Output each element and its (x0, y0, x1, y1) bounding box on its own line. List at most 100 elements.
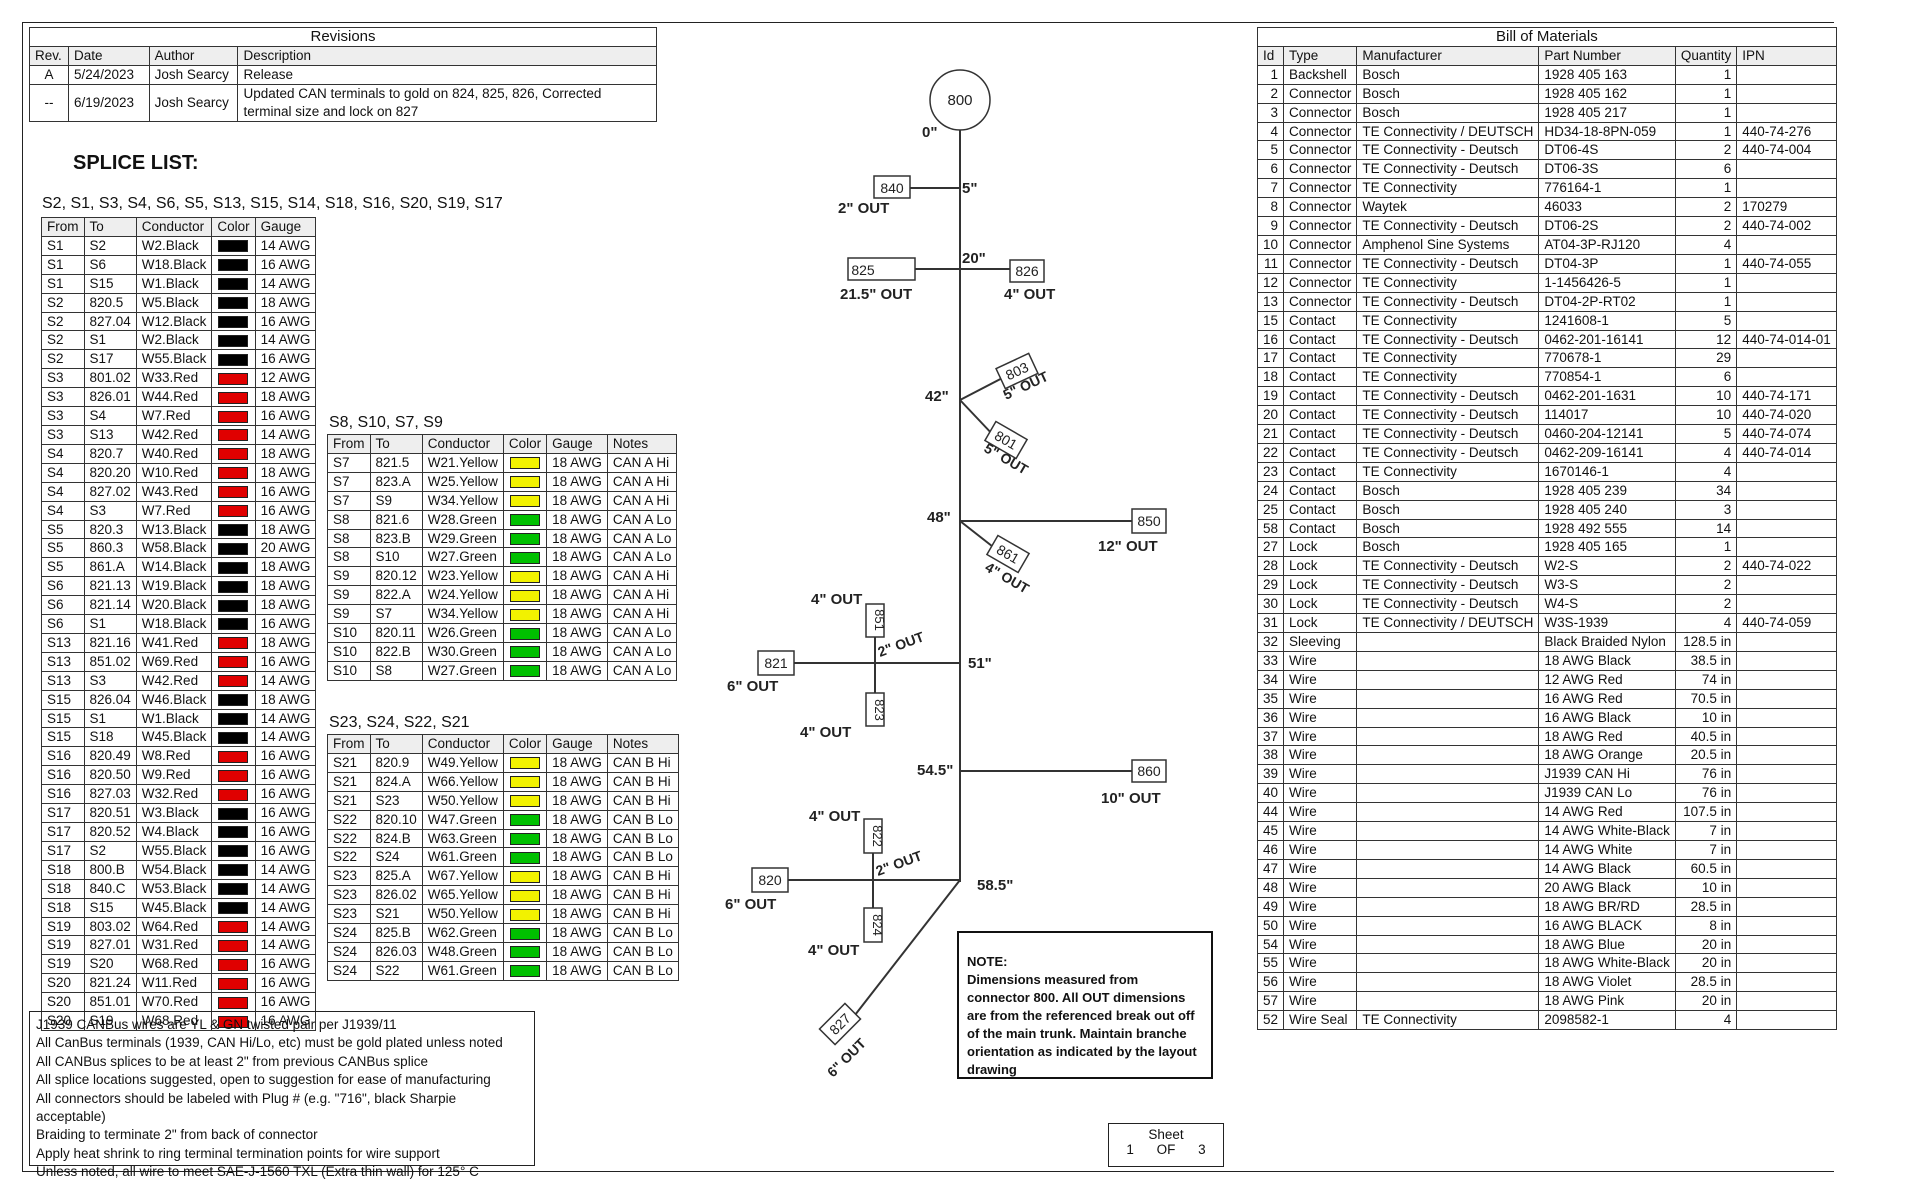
wire-color-swatch (218, 467, 249, 480)
table-cell: 18 AWG (546, 660, 608, 681)
table-cell: TE Connectivity - Deutsch (1356, 386, 1540, 407)
revision-cell: Updated CAN terminals to gold on 824, 82… (237, 83, 657, 122)
table-cell: 1 (1674, 253, 1738, 274)
wire-color-swatch (218, 278, 249, 291)
connector-850-shape (1131, 508, 1167, 534)
dim-51-label: 51" (968, 655, 992, 672)
table-cell: TE Connectivity / DEUTSCH (1356, 613, 1540, 633)
table-cell: W8.Red (135, 746, 213, 767)
dim-58-5-label: 58.5" (977, 877, 1013, 894)
wire-color-swatch (509, 495, 540, 508)
connector-821-label: 821 (764, 655, 788, 671)
table-cell: 440-74-014 (1736, 442, 1837, 463)
table-cell: W62.Green (421, 923, 504, 943)
table-cell: 14 AWG (254, 273, 317, 294)
wire-color-swatch (218, 240, 249, 253)
table-cell: 16 (1256, 329, 1285, 350)
table-cell: 827.02 (83, 481, 137, 502)
table-cell: CAN A Lo (606, 623, 678, 643)
wire-color-swatch-cell (211, 595, 256, 616)
table-header: Gauge (546, 434, 608, 454)
note-line: All CanBus terminals (1939, CAN Hi/Lo, e… (36, 1035, 503, 1051)
table-cell: 16 AWG (254, 406, 317, 426)
table-cell: 1928 492 555 (1538, 518, 1676, 539)
table-cell: 18 AWG Pink (1538, 991, 1676, 1012)
wire-color-swatch-cell (502, 641, 548, 662)
revision-row: -- 6/19/2023 Josh Searcy Updated CAN ter… (29, 83, 657, 122)
table-cell: 820.52 (83, 822, 137, 842)
table-cell: 826.04 (83, 689, 137, 710)
table-cell: S13 (41, 670, 85, 691)
wire-color-swatch (218, 637, 249, 650)
table-cell: W1.Black (135, 273, 213, 294)
table-cell: W66.Yellow (421, 771, 504, 792)
out-826-label: 4" OUT (1004, 286, 1055, 303)
table-cell: DT06-3S (1538, 159, 1676, 180)
wire-color-swatch (509, 570, 540, 583)
table-cell: W18.Black (135, 254, 213, 275)
wire-color-swatch-cell (211, 689, 256, 710)
wire-color-swatch (218, 769, 249, 782)
wire-color-swatch (218, 618, 249, 631)
table-cell: W21.Yellow (421, 452, 504, 473)
table-cell: 18 AWG Black (1538, 650, 1676, 671)
out-820-label: 6" OUT (725, 896, 776, 913)
table-cell: 44 (1256, 802, 1285, 823)
table-cell: 440-74-004 (1736, 140, 1837, 161)
table-cell: 54 (1256, 934, 1285, 955)
note-line: J1939 CANBus wires are YL & GN twisted p… (36, 1017, 397, 1032)
table-cell (1736, 367, 1837, 388)
wire-color-swatch (509, 851, 540, 864)
table-cell (1736, 348, 1837, 369)
general-notes: J1939 CANBus wires are YL & GN twisted p… (29, 1011, 535, 1179)
wire-color-swatch (509, 589, 540, 602)
table-cell: W1.Black (135, 708, 213, 729)
table-cell: 18 AWG (546, 771, 608, 792)
table-header: Quantity (1674, 45, 1738, 66)
table-cell: W5.Black (135, 292, 213, 313)
table-header: Manufacturer (1356, 45, 1540, 66)
table-cell: 16 AWG (254, 784, 317, 805)
connector-850-label: 850 (1137, 513, 1161, 529)
connector-803-shape (995, 352, 1039, 390)
table-cell: W2.Black (135, 330, 213, 351)
table-cell: TE Connectivity (1356, 272, 1540, 293)
table-cell: S7 (327, 452, 371, 473)
table-cell: J1939 CAN Lo (1538, 783, 1676, 804)
wire-color-swatch (218, 826, 249, 839)
table-cell: 46 (1256, 839, 1285, 860)
table-cell: S10 (327, 660, 371, 681)
table-cell: S6 (41, 576, 85, 597)
table-cell: 820.5 (83, 292, 137, 313)
wire-color-swatch-cell (502, 660, 548, 681)
table-cell: 22 (1256, 442, 1285, 463)
wire-color-swatch (218, 315, 249, 328)
table-cell: W28.Green (421, 509, 504, 530)
table-cell: 12 AWG (254, 368, 317, 389)
table-cell: Contact (1283, 499, 1358, 520)
wire-color-swatch (218, 297, 249, 310)
table-cell: 801.02 (83, 368, 137, 389)
wire-color-swatch-cell (502, 960, 548, 981)
table-cell: 7 in (1674, 821, 1738, 841)
table-cell: W26.Green (421, 623, 504, 643)
table-cell: 820.7 (83, 443, 137, 464)
table-cell: 34 (1674, 480, 1738, 501)
wire-color-swatch (218, 334, 249, 347)
